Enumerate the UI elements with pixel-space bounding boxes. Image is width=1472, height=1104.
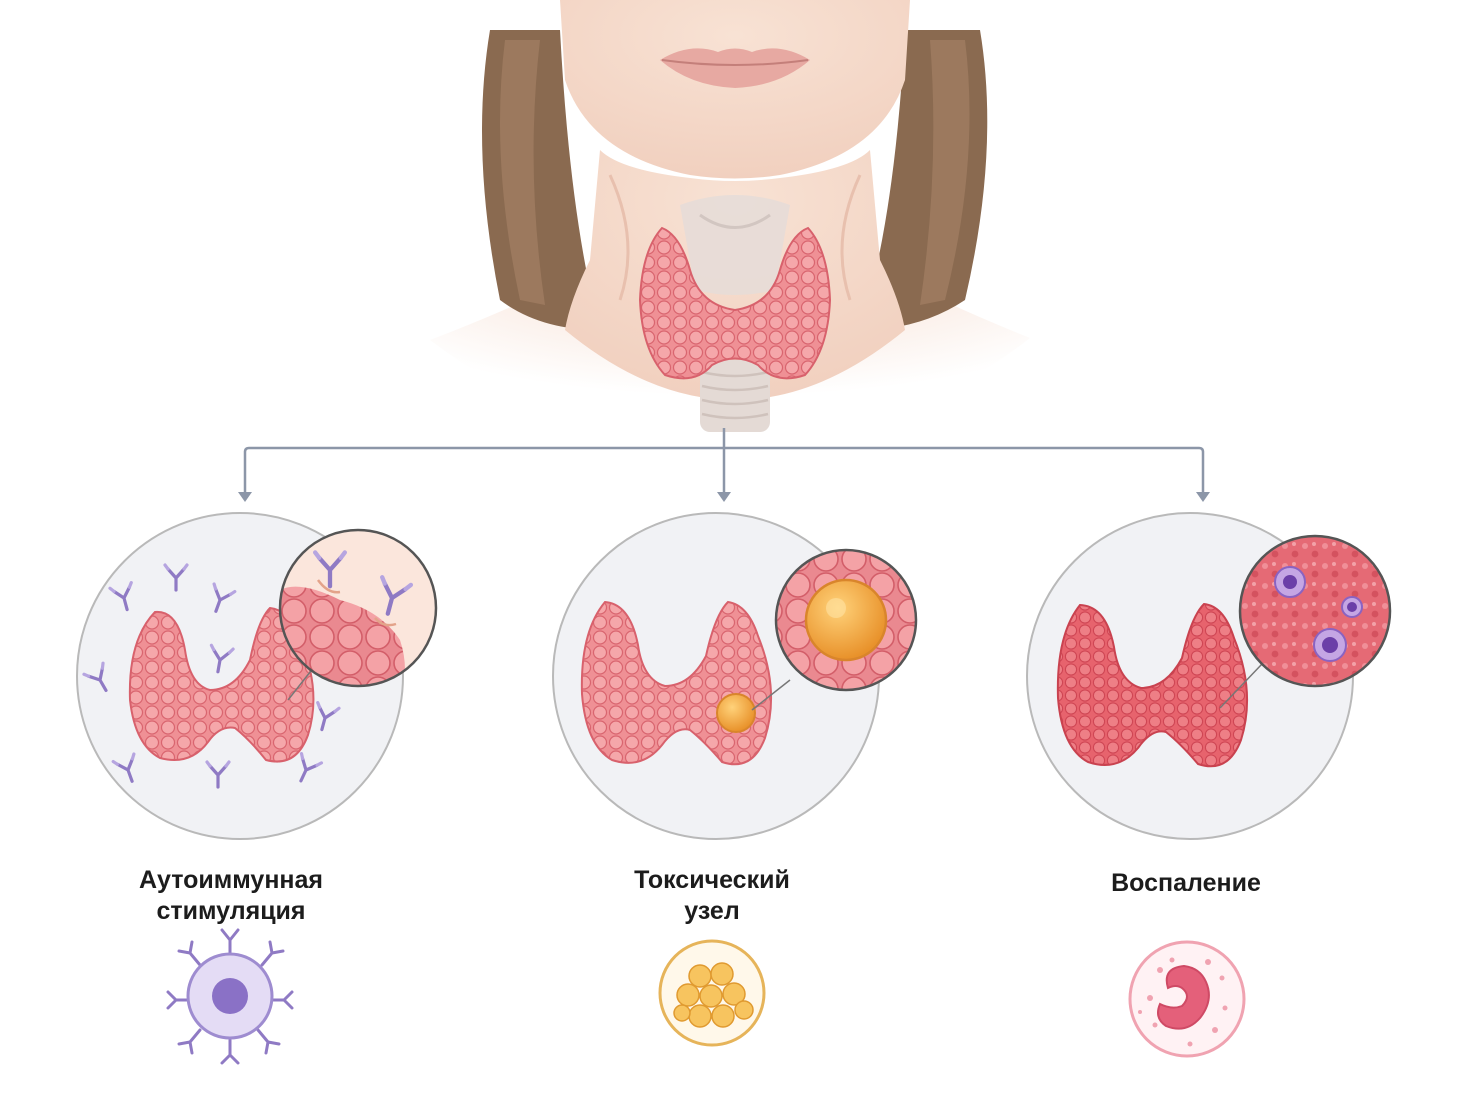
nodule-cells-icon: [658, 939, 766, 1047]
thyroid-gland-main: [638, 226, 832, 380]
panel-toxic-nodule: [552, 512, 918, 840]
thyroid-gland-inflamed: [1056, 602, 1249, 768]
zoom-circle-toxic: [774, 548, 918, 692]
toxic-nodule: [716, 693, 756, 733]
antibody-cell-icon: [166, 928, 294, 1065]
label-toxic-nodule: Токсический узел: [634, 866, 790, 925]
immune-cells: [1274, 566, 1363, 662]
thyroid-gland-autoimmune: [128, 606, 315, 763]
trachea: [700, 360, 770, 432]
panel-inflammation: [1026, 512, 1392, 840]
zoom-circle-autoimmune: [278, 528, 438, 688]
connector-lines: [243, 428, 1205, 494]
zoom-circle-inflammation: [1238, 534, 1392, 688]
label-autoimmune: Аутоиммунная стимуляция: [138, 866, 324, 925]
neck-illustration: [430, 0, 1030, 445]
neutrophil-icon: [1128, 940, 1246, 1058]
panel-autoimmune: [76, 512, 438, 840]
label-inflammation: Воспаление: [1111, 869, 1261, 897]
connector-arrowheads: [238, 492, 1210, 502]
